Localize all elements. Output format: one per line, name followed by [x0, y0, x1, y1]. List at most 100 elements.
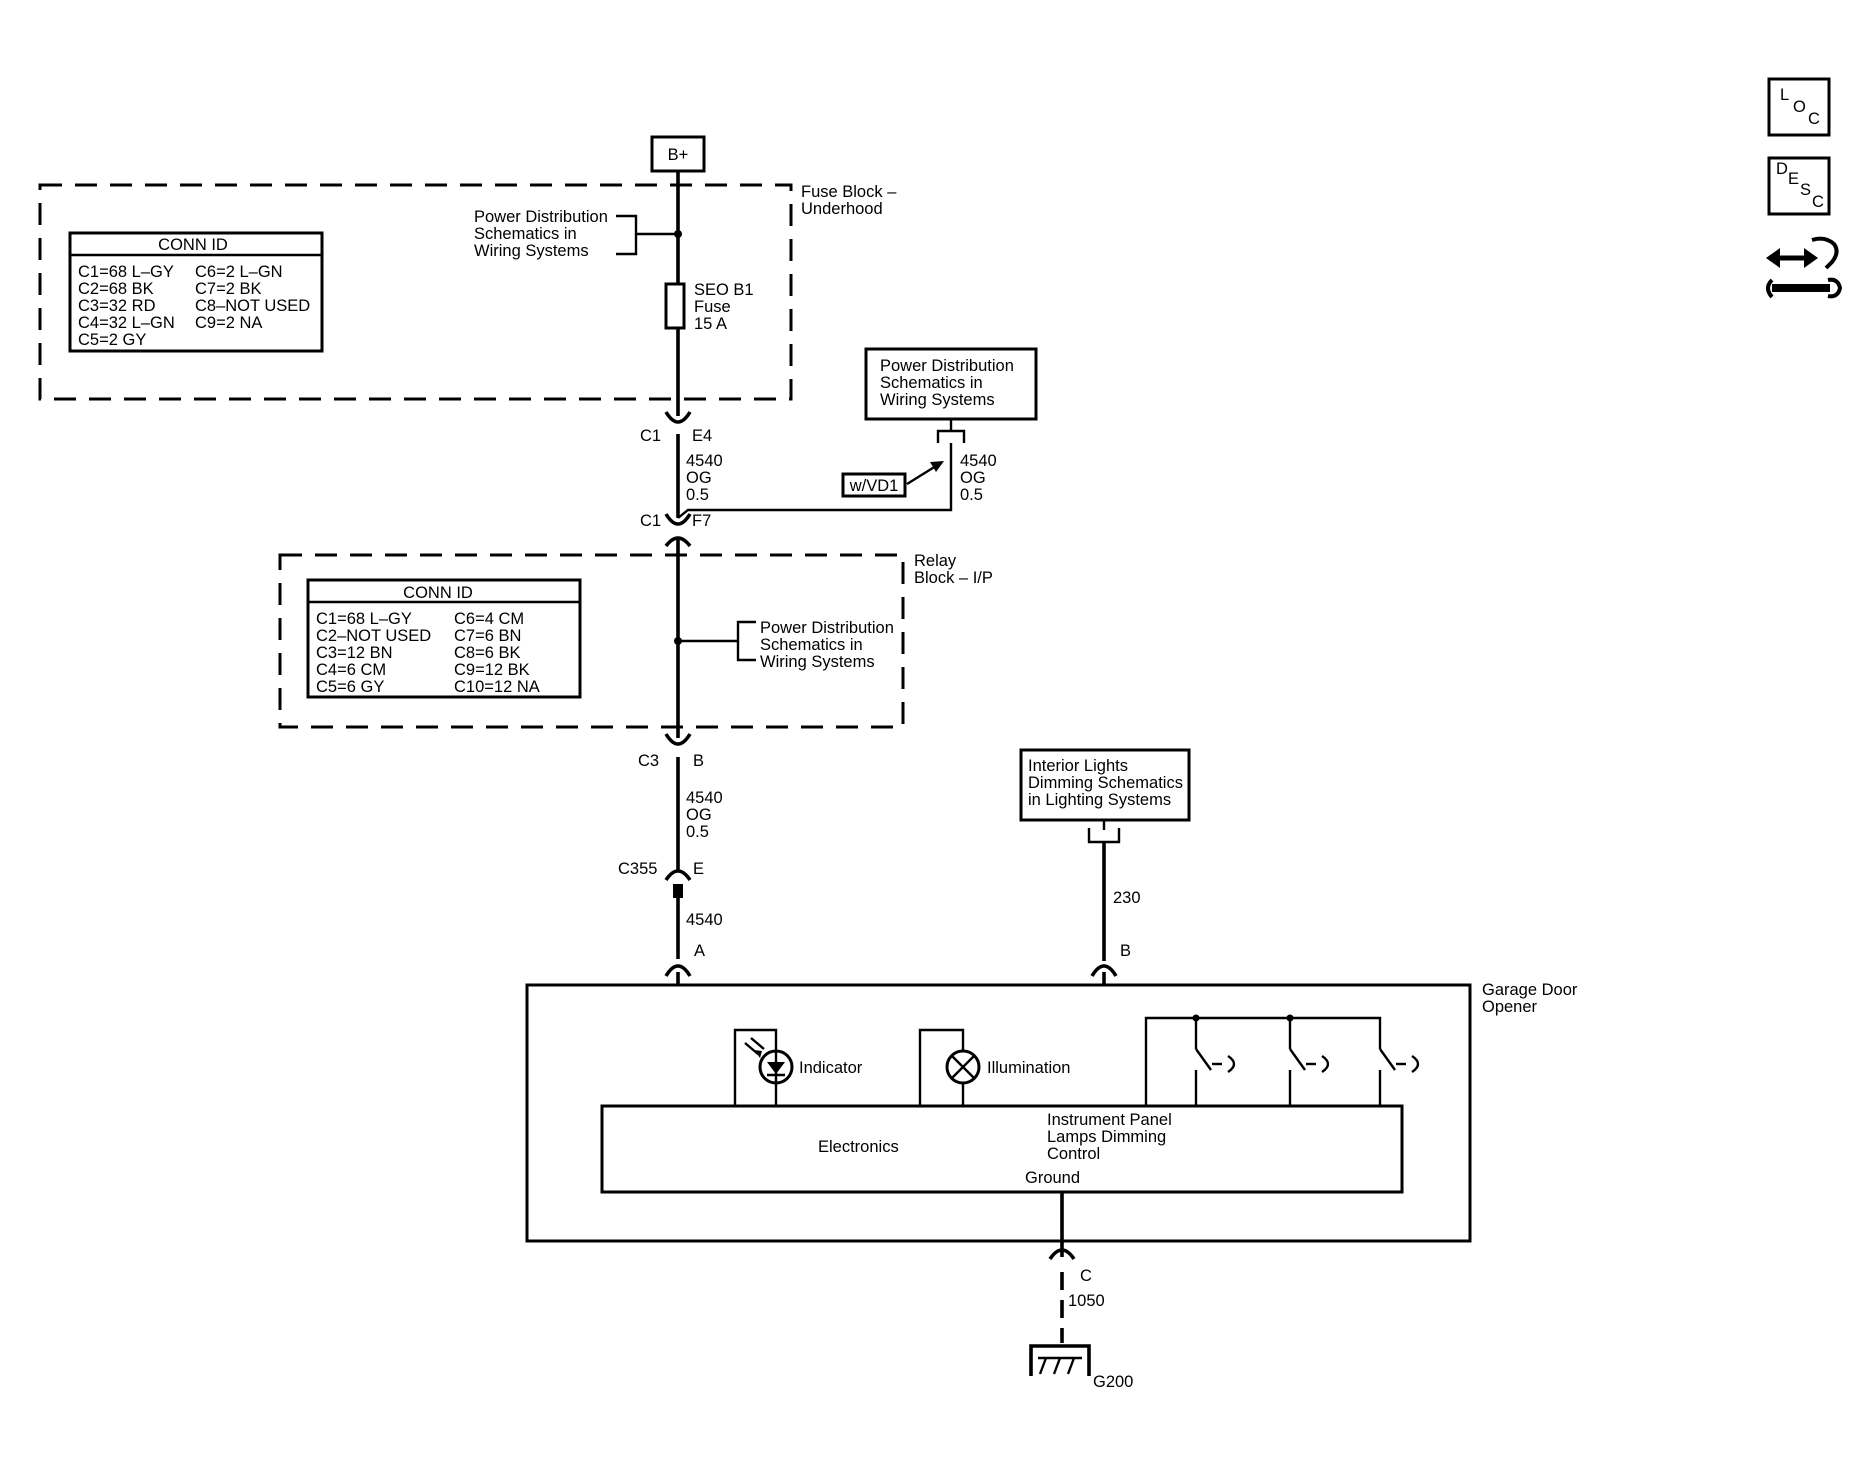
conn-id-cell: C10=12 NA — [454, 678, 540, 696]
pin-a: A — [664, 942, 705, 977]
fuse-seo-b1: SEO B1 Fuse 15 A — [664, 281, 754, 333]
ip-dimming-label: Lamps Dimming — [1047, 1128, 1166, 1146]
conn-id-cell: C5=6 GY — [316, 678, 384, 696]
arrows-wrench-icon[interactable] — [1766, 236, 1843, 299]
pin-label: F7 — [692, 512, 711, 530]
connector-label: C1 — [640, 512, 661, 530]
box-text: Power Distribution — [880, 357, 1014, 375]
indicator-label: Indicator — [799, 1059, 863, 1077]
wire-label: 0.5 — [686, 823, 709, 841]
loc-button[interactable]: L O C — [1767, 77, 1831, 137]
wire-label: 230 — [1113, 889, 1141, 907]
wire-label: 4540 — [686, 789, 723, 807]
connector-c355-e: C355 E 4540 — [618, 860, 723, 929]
conn-id-cell: C1=68 L–GY — [78, 263, 174, 281]
conn-id-cell: C5=2 GY — [78, 331, 146, 349]
box-text: Interior Lights — [1028, 757, 1128, 775]
desc-button[interactable]: D E S C — [1767, 156, 1831, 216]
pin-label: A — [694, 942, 705, 960]
connector-label: C3 — [638, 752, 659, 770]
box-text: Dimming Schematics — [1028, 774, 1183, 792]
box-text: in Lighting Systems — [1028, 791, 1171, 809]
connector-c3-b: C3 B — [638, 733, 704, 770]
box-text: Wiring Systems — [880, 391, 995, 409]
conn-id-cell: C2=68 BK — [78, 280, 154, 298]
garage-title: Garage Door — [1482, 981, 1578, 999]
fuse-block-underhood: Fuse Block – Underhood CONN ID C1=68 L–G… — [38, 183, 897, 401]
ground-path: C 1050 G200 — [1029, 1192, 1133, 1391]
fuse-label: SEO B1 — [694, 281, 754, 299]
conn-id-cell: C6=2 L–GN — [195, 263, 283, 281]
garage-door-opener: Garage Door Opener Electronics Instrumen… — [525, 981, 1578, 1243]
relay-block-title: Relay — [914, 552, 957, 570]
box-text: Schematics in — [880, 374, 983, 392]
power-ref-text: Wiring Systems — [760, 653, 875, 671]
conn-id-cell: C8=6 BK — [454, 644, 521, 662]
garage-title-2: Opener — [1482, 998, 1538, 1016]
relay-block-title-2: Block – I/P — [914, 569, 993, 587]
wire-4540-og-1: 4540 OG 0.5 — [686, 452, 723, 504]
branch-w-vd1: 4540 OG 0.5 w/VD1 — [677, 420, 997, 519]
desc-letter: S — [1800, 181, 1811, 199]
ground-symbol — [1029, 1344, 1091, 1376]
battery-label: B+ — [668, 146, 689, 164]
conn-id-cell: C7=6 BN — [454, 627, 521, 645]
relay-block-conn-id: CONN ID C1=68 L–GY C6=4 CM C2–NOT USED C… — [306, 578, 582, 699]
power-ref-text: Wiring Systems — [474, 242, 589, 260]
connector-label: C355 — [618, 860, 657, 878]
pin-label: E — [693, 860, 704, 878]
fuse-block-title: Fuse Block – — [801, 183, 897, 201]
fuse-block-conn-id: CONN ID C1=68 L–GY C6=2 L–GN C2=68 BK C7… — [68, 231, 324, 353]
electronics-block: Electronics Instrument Panel Lamps Dimmi… — [600, 1104, 1404, 1194]
connector-label: C1 — [640, 427, 661, 445]
wire-label: 4540 — [686, 911, 723, 929]
relay-block-ip: Relay Block – I/P CONN ID C1=68 L–GY C6=… — [278, 536, 993, 729]
power-ref-text: Power Distribution — [474, 208, 608, 226]
connector-c1-e4: C1 E4 — [640, 411, 712, 445]
fuse-label: Fuse — [694, 298, 731, 316]
conn-id-cell: C7=2 BK — [195, 280, 262, 298]
loc-letter: C — [1808, 110, 1820, 128]
wire-4540-og-2: 4540 OG 0.5 — [686, 789, 723, 841]
battery-box: B+ — [650, 135, 706, 173]
power-distribution-box: Power Distribution Schematics in Wiring … — [864, 347, 1038, 421]
pin-label: C — [1080, 1267, 1092, 1285]
illumination-lamp: Illumination — [918, 1028, 1070, 1106]
fuse-block-power-ref: Power Distribution Schematics in Wiring … — [474, 208, 682, 260]
wire-label: 0.5 — [686, 486, 709, 504]
relay-block-power-ref: Power Distribution Schematics in Wiring … — [674, 619, 894, 671]
conn-id-cell: C9=12 BK — [454, 661, 530, 679]
pin-label: B — [693, 752, 704, 770]
conn-id-cell: C9=2 NA — [195, 314, 262, 332]
switch-bank — [1144, 1014, 1420, 1106]
wire-label: OG — [960, 469, 986, 487]
conn-id-cell: C4=32 L–GN — [78, 314, 175, 332]
interior-lights-box: Interior Lights Dimming Schematics in Li… — [1019, 748, 1191, 1106]
power-ref-text: Schematics in — [474, 225, 577, 243]
wire-label: 4540 — [960, 452, 997, 470]
loc-letter: O — [1793, 98, 1806, 116]
illumination-label: Illumination — [987, 1059, 1070, 1077]
ground-label: Ground — [1025, 1169, 1080, 1187]
conn-id-title: CONN ID — [158, 236, 228, 254]
power-ref-text: Schematics in — [760, 636, 863, 654]
option-label: w/VD1 — [849, 477, 899, 495]
conn-id-cell: C4=6 CM — [316, 661, 386, 679]
desc-letter: E — [1788, 170, 1799, 188]
wire-label: OG — [686, 469, 712, 487]
desc-letter: C — [1812, 193, 1824, 211]
electronics-label: Electronics — [818, 1138, 899, 1156]
wire-label: 1050 — [1068, 1292, 1105, 1310]
conn-id-title: CONN ID — [403, 584, 473, 602]
conn-id-cell: C3=32 RD — [78, 297, 156, 315]
wire-label: 4540 — [686, 452, 723, 470]
conn-id-cell: C3=12 BN — [316, 644, 393, 662]
fuse-label: 15 A — [694, 315, 727, 333]
pin-label: B — [1120, 942, 1131, 960]
loc-letter: L — [1780, 86, 1789, 104]
ip-dimming-label: Instrument Panel — [1047, 1111, 1172, 1129]
ip-dimming-label: Control — [1047, 1145, 1100, 1163]
conn-id-cell: C6=4 CM — [454, 610, 524, 628]
wire-label: OG — [686, 806, 712, 824]
